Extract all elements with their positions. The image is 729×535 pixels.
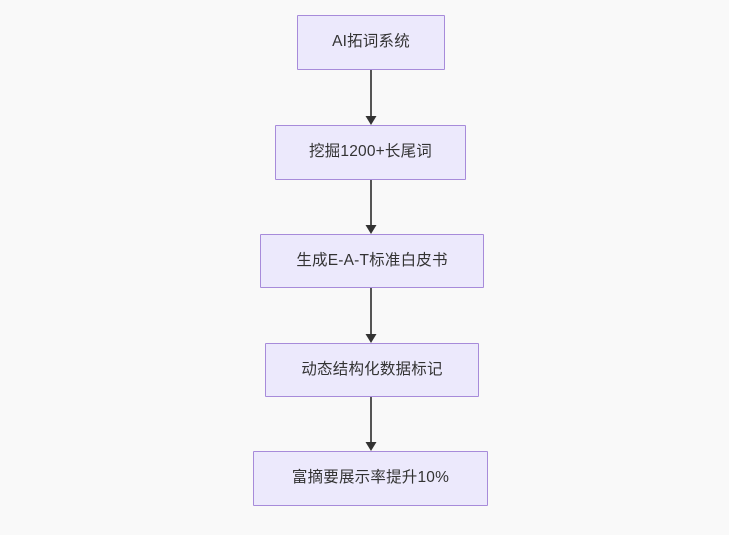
flow-node-rich-snippet-impression-uplift[interactable]: 富摘要展示率提升10%: [253, 451, 488, 506]
flow-node-label: AI拓词系统: [332, 33, 410, 51]
flow-node-label: 动态结构化数据标记: [301, 360, 443, 378]
edge-n1-n2: [365, 70, 377, 125]
flow-node-label: 挖掘1200+长尾词: [308, 143, 433, 161]
edge-n3-n4: [365, 288, 377, 343]
arrowhead-icon: [365, 116, 377, 125]
flow-node-ai-keyword-system[interactable]: AI拓词系统: [297, 15, 445, 70]
edge-n4-n5: [365, 397, 377, 451]
arrowhead-icon: [365, 442, 377, 451]
arrowhead-icon: [365, 334, 377, 343]
arrowhead-icon: [365, 225, 377, 234]
flow-node-generate-eat-whitepaper[interactable]: 生成E-A-T标准白皮书: [260, 234, 484, 288]
flow-node-dynamic-structured-data-markup[interactable]: 动态结构化数据标记: [265, 343, 479, 397]
flow-node-label: 富摘要展示率提升10%: [291, 469, 450, 487]
edge-n2-n3: [365, 180, 377, 234]
flow-node-mine-longtail-keywords[interactable]: 挖掘1200+长尾词: [275, 125, 466, 180]
flow-node-label: 生成E-A-T标准白皮书: [296, 251, 448, 269]
